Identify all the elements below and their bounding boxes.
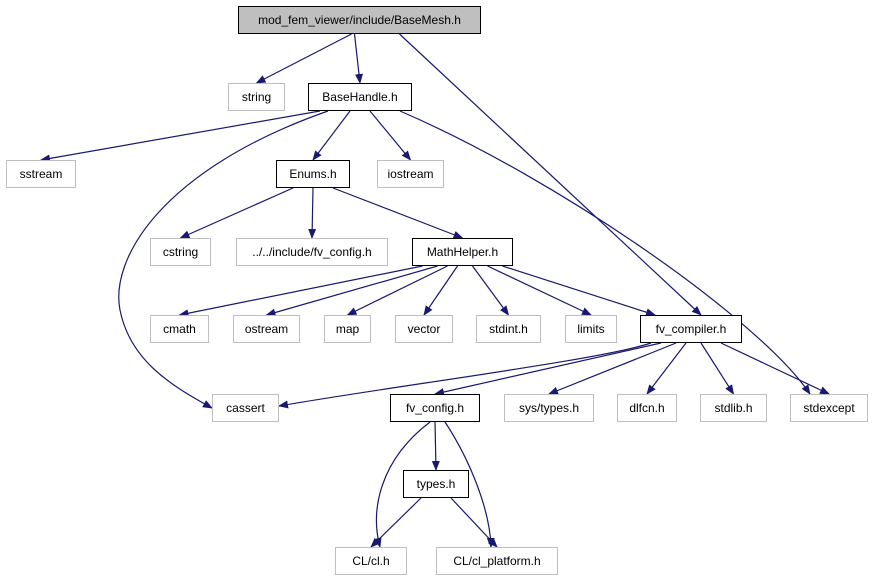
edge-mathhelper-to-map [346, 265, 448, 316]
edge-fvcompiler-to-cassert [278, 342, 652, 409]
edge-types-to-clcl [370, 497, 422, 548]
node-dlfcn: dlfcn.h [617, 394, 677, 422]
edge-fvcompiler-to-stdlib [700, 342, 735, 395]
edge-basehandle-to-sstream [40, 110, 321, 163]
edge-fvcompiler-to-fvconfig [434, 342, 662, 396]
node-stdint: stdint.h [476, 315, 541, 343]
node-clcl: CL/cl.h [335, 547, 407, 575]
edge-basehandle-to-cassert [118, 110, 329, 409]
node-basehandle[interactable]: BaseHandle.h [308, 83, 412, 111]
node-map: map [324, 315, 371, 343]
edge-basemesh-to-basehandle [353, 33, 363, 84]
node-label: dlfcn.h [629, 401, 665, 415]
node-cstring: cstring [150, 238, 211, 266]
node-systypes: sys/types.h [504, 394, 594, 422]
node-label: stdint.h [489, 322, 528, 336]
node-label: stdexcept [803, 401, 855, 415]
node-sstream: sstream [6, 160, 76, 188]
node-label: map [335, 322, 360, 336]
node-fvcompiler[interactable]: fv_compiler.h [640, 315, 742, 343]
node-label: mod_fem_viewer/include/BaseMesh.h [258, 13, 461, 27]
node-clplatform: CL/cl_platform.h [436, 547, 558, 575]
node-label: fv_config.h [405, 401, 465, 415]
node-string: string [228, 83, 285, 111]
edge-fvconfig-to-clcl [373, 421, 431, 548]
edge-fvcompiler-to-stdexcept [720, 342, 830, 395]
edge-enums-to-fvconfig-rel [308, 187, 317, 239]
node-label: sys/types.h [518, 401, 580, 415]
edge-basemesh-to-fvcompiler [399, 33, 702, 316]
edge-types-to-clplatform [450, 497, 498, 548]
edge-fvcompiler-to-systypes [548, 342, 677, 395]
edge-fvconfig-to-clplatform [444, 421, 495, 548]
node-label: stdlib.h [714, 401, 753, 415]
node-limits: limits [565, 315, 617, 343]
edge-basemesh-to-string [255, 33, 352, 84]
edge-basehandle-to-iostream [369, 110, 412, 161]
edge-mathhelper-to-cmath [178, 265, 423, 318]
edge-mathhelper-to-ostream [265, 265, 438, 317]
node-label: CL/cl.h [352, 554, 390, 568]
node-vector: vector [395, 315, 453, 343]
node-stdexcept: stdexcept [790, 394, 868, 422]
node-label: string [241, 90, 272, 104]
edge-basehandle-to-enums [312, 110, 351, 161]
node-label: CL/cl_platform.h [453, 554, 541, 568]
node-label: ostream [244, 322, 289, 336]
edge-mathhelper-to-limits [487, 265, 592, 316]
node-label: vector [407, 322, 441, 336]
node-cassert: cassert [212, 394, 279, 422]
node-fvconfig-rel: ../../include/fv_config.h [236, 238, 388, 266]
node-label: MathHelper.h [426, 245, 499, 259]
edge-mathhelper-to-vector [423, 265, 458, 316]
edge-basehandle-to-stdexcept [399, 110, 811, 395]
edge-enums-to-cstring [179, 187, 294, 239]
edge-fvcompiler-to-dlfcn [646, 342, 687, 395]
node-types[interactable]: types.h [403, 470, 469, 498]
node-label: cassert [226, 401, 265, 415]
node-enums[interactable]: Enums.h [276, 160, 350, 188]
edge-mathhelper-to-stdint [472, 265, 510, 316]
edge-fvconfig-to-types [431, 421, 440, 471]
node-mathhelper[interactable]: MathHelper.h [412, 238, 513, 266]
edge-enums-to-mathhelper [332, 187, 464, 239]
node-label: fv_compiler.h [655, 322, 727, 336]
node-basemesh[interactable]: mod_fem_viewer/include/BaseMesh.h [238, 6, 481, 34]
node-label: sstream [19, 167, 63, 181]
node-cmath: cmath [150, 315, 209, 343]
edge-mathhelper-to-fvcompiler [502, 265, 656, 317]
node-label: limits [577, 322, 605, 336]
node-label: iostream [387, 167, 434, 181]
node-stdlib: stdlib.h [700, 394, 767, 422]
node-label: Enums.h [289, 167, 337, 181]
node-label: cmath [163, 322, 196, 336]
node-ostream: ostream [233, 315, 300, 343]
node-fvconfig[interactable]: fv_config.h [390, 394, 480, 422]
node-label: BaseHandle.h [322, 90, 398, 104]
node-label: types.h [416, 477, 456, 491]
node-label: cstring [162, 245, 199, 259]
node-iostream: iostream [377, 160, 444, 188]
node-label: ../../include/fv_config.h [252, 245, 372, 259]
